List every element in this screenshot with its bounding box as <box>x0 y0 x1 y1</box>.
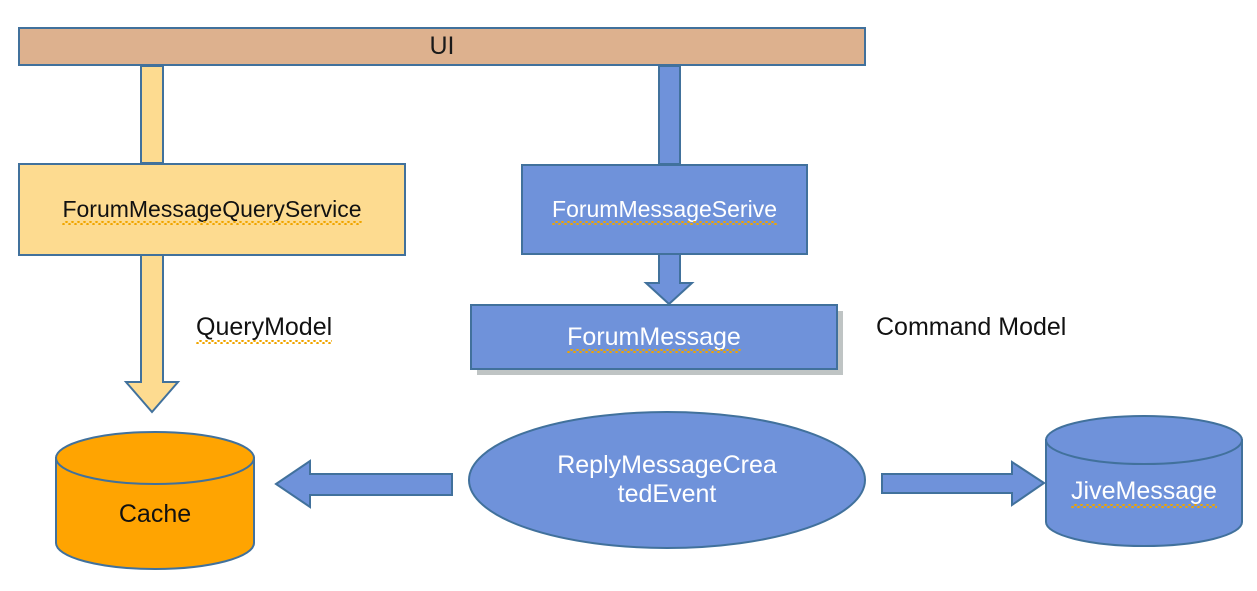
jivemessage-cylinder-shape <box>1045 415 1243 547</box>
forum-message-label: ForumMessage <box>567 322 741 354</box>
query-model-label-text: QueryModel <box>196 313 333 344</box>
event-ellipse-shape <box>468 411 866 549</box>
connector-event-to-cache <box>274 459 453 509</box>
forum-message-serive-label: ForumMessageSerive <box>552 196 777 226</box>
ui-bar-label: UI <box>429 32 455 60</box>
connector-event-to-jivemessage <box>881 460 1046 507</box>
cache-cylinder-shape <box>55 431 255 570</box>
forum-message-serive-box[interactable]: ForumMessageSerive <box>521 164 808 255</box>
connector-ui-to-query-service <box>140 65 164 164</box>
forum-message-query-service-box[interactable]: ForumMessageQueryService <box>18 163 406 256</box>
query-model-label: QueryModel <box>196 313 333 344</box>
connector-ui-to-command-service <box>658 65 681 165</box>
command-model-label-text: Command Model <box>876 313 1067 341</box>
forum-message-query-service-label: ForumMessageQueryService <box>62 196 362 226</box>
ui-bar[interactable]: UI <box>18 27 866 66</box>
forum-message-box[interactable]: ForumMessage <box>470 304 838 370</box>
connector-command-service-to-entity <box>643 253 695 306</box>
command-model-label: Command Model <box>876 313 1066 342</box>
connector-query-service-to-cache <box>123 254 181 414</box>
